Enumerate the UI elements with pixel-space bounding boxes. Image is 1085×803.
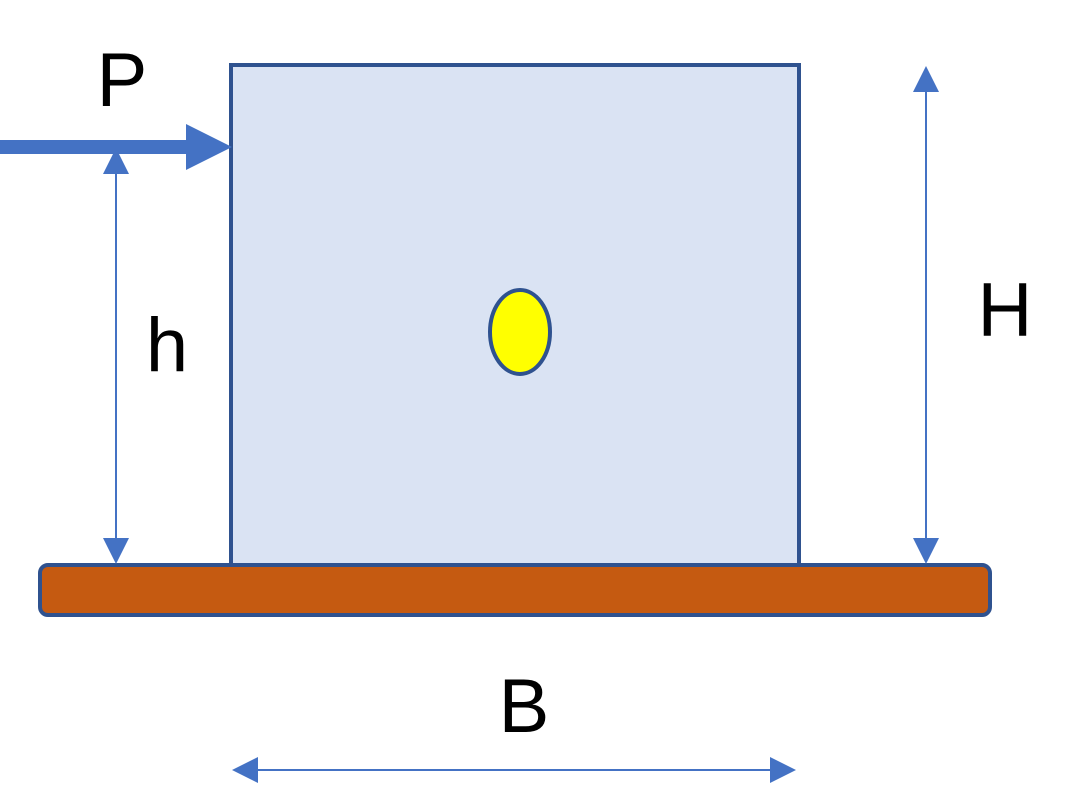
- ground-slab: [38, 563, 992, 617]
- dimension-h: [103, 148, 129, 564]
- force-height-label: h: [146, 303, 188, 388]
- force-arrow: [0, 124, 232, 170]
- centroid-marker: [488, 288, 552, 376]
- block-width-label: B: [499, 664, 550, 749]
- dimension-H: [913, 66, 939, 564]
- dimension-B: [232, 757, 796, 783]
- block-height-label: H: [978, 268, 1033, 353]
- force-label: P: [97, 38, 148, 123]
